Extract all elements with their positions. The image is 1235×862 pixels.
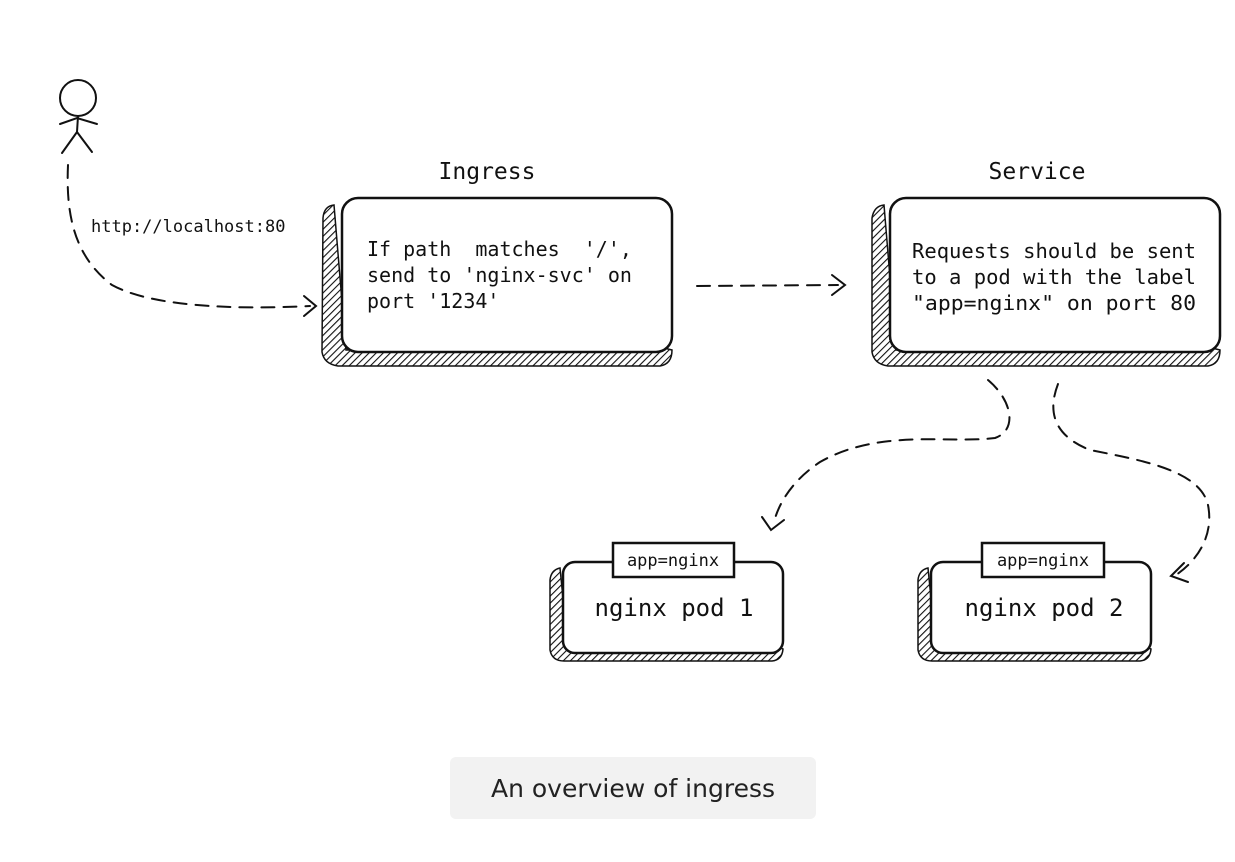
- ingress-box: [321, 196, 674, 367]
- service-rule-line-3: "app=nginx" on port 80: [912, 291, 1196, 315]
- pod-1-label-tag: [611, 541, 736, 579]
- service-to-pod2-arrow: [1052, 383, 1211, 583]
- pod-2-name: nginx pod 2: [965, 594, 1124, 622]
- service-box: [871, 196, 1222, 367]
- service-rule-line-1: Requests should be sent: [912, 239, 1196, 263]
- ingress-rule-line-3: port '1234': [367, 289, 499, 313]
- ingress-title: Ingress: [439, 159, 536, 185]
- figure-caption: An overview of ingress: [490, 773, 776, 803]
- service-title: Service: [989, 159, 1086, 185]
- request-url-label: http://localhost:80: [91, 217, 285, 237]
- pod-1-box: [549, 541, 785, 662]
- figure-caption-box: An overview of ingress: [450, 757, 816, 819]
- ingress-rule-line-2: send to 'nginx-svc' on: [367, 263, 632, 287]
- pod-1-name: nginx pod 1: [595, 594, 754, 622]
- service-rule-line-2: to a pod with the label: [912, 265, 1196, 289]
- pod-2-label: app=nginx: [997, 551, 1089, 571]
- pod-1-label: app=nginx: [627, 551, 719, 571]
- service-to-pod1-arrow: [761, 379, 1011, 532]
- user-icon: [59, 79, 98, 154]
- pod-2-label-tag: [980, 541, 1106, 579]
- ingress-rule-line-1: If path matches '/',: [367, 237, 632, 261]
- request-arrow: [66, 164, 318, 317]
- ingress-to-service-arrow: [696, 274, 847, 296]
- pod-2-box: [917, 541, 1153, 662]
